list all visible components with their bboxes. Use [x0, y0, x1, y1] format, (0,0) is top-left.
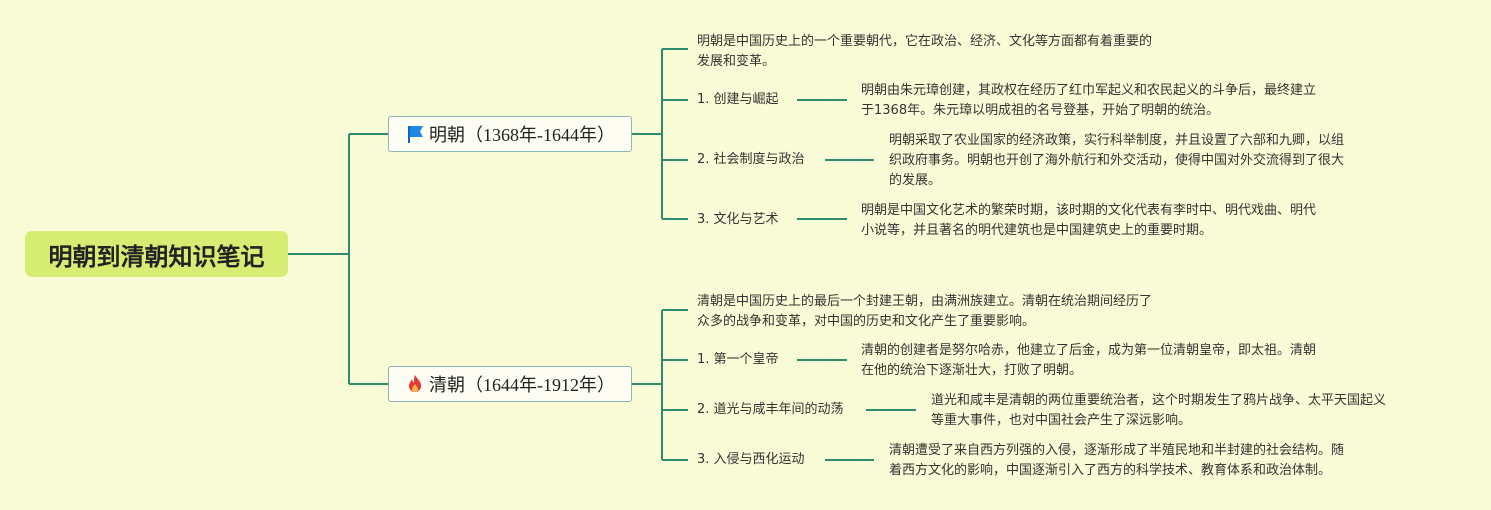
branch-qing-title: 清朝（1644年-1912年） [429, 375, 615, 395]
qing-topic-2[interactable]: 2. 道光与咸丰年间的动荡 [697, 402, 844, 417]
root-topic[interactable]: 明朝到清朝知识笔记 [25, 231, 288, 277]
ming-topic-1-detail[interactable]: 明朝由朱元璋创建，其政权在经历了红巾军起义和农民起义的斗争后，最终建立 于136… [861, 83, 1317, 118]
root-title: 明朝到清朝知识笔记 [48, 242, 265, 271]
qing-intro[interactable]: 清朝是中国历史上的最后一个封建王朝，由满洲族建立。清朝在统治期间经历了 众多的战… [697, 294, 1153, 329]
flag-icon [405, 124, 425, 144]
qing-topic-1-detail[interactable]: 清朝的创建者是努尔哈赤，他建立了后金，成为第一位清朝皇帝，即太祖。清朝 在他的统… [861, 343, 1317, 378]
branch-ming-title: 明朝（1368年-1644年） [429, 125, 615, 145]
qing-topic-3-detail[interactable]: 清朝遭受了来自西方列强的入侵，逐渐形成了半殖民地和半封建的社会结构。随 着西方文… [889, 443, 1345, 478]
ming-topic-2[interactable]: 2. 社会制度与政治 [697, 152, 805, 167]
branch-ming[interactable]: 明朝（1368年-1644年） [388, 116, 632, 152]
ming-topic-2-detail[interactable]: 明朝采取了农业国家的经济政策，实行科举制度，并且设置了六部和九卿，以组 织政府事… [889, 133, 1345, 188]
qing-topic-1[interactable]: 1. 第一个皇帝 [697, 352, 779, 367]
ming-intro[interactable]: 明朝是中国历史上的一个重要朝代，它在政治、经济、文化等方面都有着重要的 发展和变… [697, 34, 1153, 69]
ming-topic-3-detail[interactable]: 明朝是中国文化艺术的繁荣时期，该时期的文化代表有李时中、明代戏曲、明代 小说等，… [861, 203, 1317, 238]
ming-topic-1[interactable]: 1. 创建与崛起 [697, 92, 779, 107]
qing-topic-2-detail[interactable]: 道光和咸丰是清朝的两位重要统治者，这个时期发生了鸦片战争、太平天国起义 等重大事… [931, 393, 1387, 428]
qing-topic-3[interactable]: 3. 入侵与西化运动 [697, 452, 805, 467]
fire-icon [405, 374, 425, 394]
branch-qing[interactable]: 清朝（1644年-1912年） [388, 366, 632, 402]
ming-topic-3[interactable]: 3. 文化与艺术 [697, 212, 779, 227]
